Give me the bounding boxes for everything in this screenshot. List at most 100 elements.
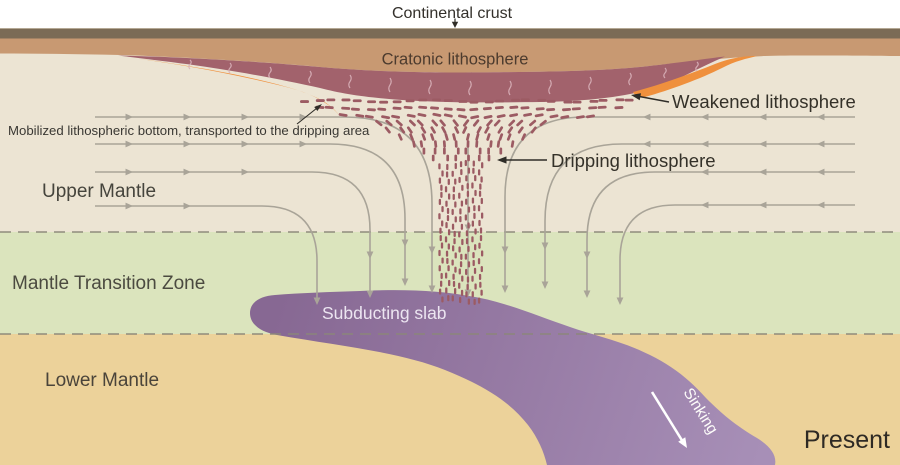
drip-dash (571, 107, 581, 111)
drip-dash (397, 133, 403, 141)
drip-dash (624, 98, 634, 102)
drip-dash (466, 283, 469, 291)
lithosphere-tick (388, 77, 392, 93)
drip-dash (473, 212, 476, 219)
drip-dash (431, 154, 435, 162)
flow-arrowhead-icon (583, 251, 591, 259)
drip-dash (440, 272, 443, 280)
drip-dash (418, 105, 428, 110)
drip-dash (408, 119, 416, 127)
weakened-lithosphere-leader (637, 95, 670, 103)
drip-dash (479, 281, 482, 288)
drip-dash (453, 238, 456, 245)
drip-dash (471, 291, 474, 298)
drip-dash (341, 98, 351, 102)
drip-dash (493, 119, 501, 127)
drip-dash (460, 223, 464, 230)
drip-dash (461, 238, 464, 246)
drip-dash (451, 259, 454, 266)
cratonic-lithosphere-band (0, 38, 900, 73)
drip-dash (474, 189, 477, 197)
drip-dash (399, 126, 406, 134)
drip-dash (433, 147, 437, 155)
sky-background (0, 0, 900, 29)
drip-dash (385, 119, 393, 127)
flow-arrowhead-icon (759, 140, 767, 148)
drip-dash (466, 133, 470, 141)
drip-dash (419, 140, 424, 148)
flow-arrowhead-icon (817, 168, 825, 176)
flow-arrowhead-icon (183, 140, 191, 148)
drip-dash (467, 154, 470, 162)
drip-dash (486, 133, 491, 141)
drip-dash (452, 186, 456, 193)
continental-crust-arrowhead-icon (451, 21, 459, 28)
drip-dash (475, 133, 480, 141)
flow-arrowhead-icon (759, 201, 767, 209)
drip-dash (496, 140, 501, 148)
drip-dash (438, 177, 442, 184)
drip-dash (465, 238, 469, 245)
mobilized-bottom-arrowhead-icon (314, 104, 322, 111)
drip-dash (452, 193, 455, 201)
drip-dash (466, 276, 470, 283)
drip-dash (458, 296, 462, 304)
drip-dash (446, 214, 450, 222)
drip-dash (546, 99, 556, 103)
drip-dash (430, 106, 440, 110)
flow-arrowhead-icon (701, 140, 709, 148)
drip-dash (430, 133, 435, 141)
drip-dash (465, 198, 468, 205)
drip-dash (384, 126, 391, 134)
dripping-lithosphere-arrowhead-icon (497, 156, 507, 164)
flow-arrowhead-icon (701, 113, 709, 121)
lithosphere-tick (588, 76, 592, 91)
drip-dash (381, 115, 391, 120)
drip-dash (483, 114, 493, 119)
drip-dash (441, 170, 444, 177)
lithosphere-tick (228, 62, 232, 74)
lithosphere-tick (188, 59, 192, 70)
drip-dash (431, 119, 439, 127)
drip-dash (459, 161, 463, 168)
drip-dash (472, 160, 475, 167)
drip-dash (472, 167, 475, 174)
drip-dash (467, 298, 471, 305)
drip-dash (443, 99, 453, 102)
lithosphere-tick (663, 67, 667, 79)
drip-dash (546, 107, 556, 112)
drip-dash (452, 280, 456, 288)
drip-dash (460, 289, 464, 296)
drip-dash (575, 115, 585, 120)
flow-arrowhead-icon (125, 140, 133, 148)
drip-dash (484, 126, 490, 134)
drip-dash (447, 229, 451, 236)
drip-dash (444, 133, 449, 141)
flow-arrowhead-icon (299, 113, 307, 121)
lithosphere-tick (428, 79, 432, 95)
drip-dash (464, 253, 468, 260)
drip-dash (438, 163, 441, 170)
drip-dash (467, 261, 471, 268)
lithosphere-tick (508, 80, 512, 96)
flow-arrowhead-icon (313, 297, 321, 305)
drip-dash (366, 108, 376, 112)
lower-mantle-label: Lower Mantle (45, 370, 159, 391)
drip-dash (471, 220, 475, 227)
drip-dash (480, 289, 483, 296)
drip-dash (409, 133, 414, 141)
drip-dash (445, 222, 448, 229)
drip-dash (477, 258, 481, 265)
drip-dash (497, 126, 504, 134)
drip-dash (477, 297, 481, 304)
drip-dash (481, 162, 484, 169)
drip-dash (478, 190, 482, 197)
drip-dash (452, 245, 455, 252)
drip-dash (438, 213, 441, 220)
flow-arrowhead-icon (183, 168, 191, 176)
drip-dash (451, 295, 454, 302)
drip-dash (464, 147, 468, 155)
drip-dash (473, 267, 477, 274)
drip-dash (440, 184, 443, 191)
drip-dash (364, 114, 374, 119)
